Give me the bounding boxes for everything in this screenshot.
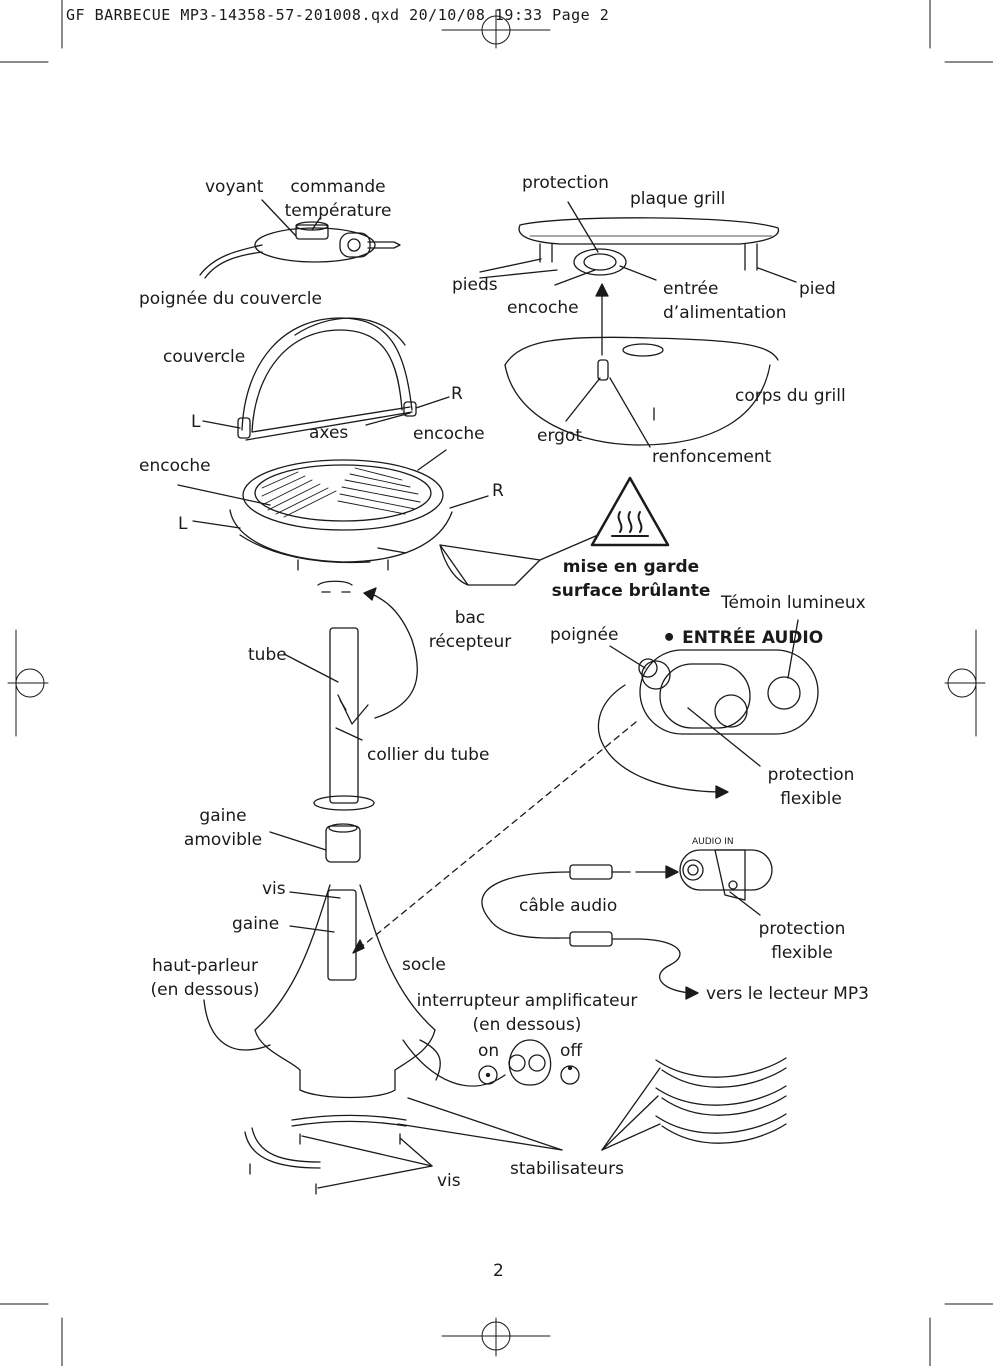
- thermostat-control: [199, 199, 401, 279]
- label-tube-collar: collier du tube: [367, 745, 490, 765]
- page-number: 2: [493, 1261, 504, 1281]
- grill-body-assembled: [177, 449, 489, 571]
- audio-panel: [598, 619, 819, 799]
- label-body-left: L: [178, 514, 188, 534]
- label-body-notch: encoche: [139, 456, 211, 476]
- label-grill-body: corps du grill: [735, 386, 846, 406]
- label-to-mp3-player: vers le lecteur MP3: [706, 984, 869, 1004]
- label-tube: tube: [248, 645, 287, 665]
- label-plate-notch: encoche: [507, 298, 579, 318]
- label-screw-upper: vis: [262, 879, 286, 899]
- label-stabilizers: stabilisateurs: [510, 1159, 624, 1179]
- stabilizers: [244, 1057, 787, 1195]
- audio-jack-icon: ⚫︎: [662, 628, 677, 648]
- label-indicator-light: Témoin lumineux: [721, 593, 866, 613]
- grill-lid: [202, 317, 450, 441]
- hot-surface-warning-triangle: [590, 476, 670, 547]
- label-lid-notch: encoche: [413, 424, 485, 444]
- label-amp-switch: interrupteur amplificateur(en dessous): [416, 991, 638, 1035]
- label-axes: axes: [309, 423, 349, 443]
- label-voyant: voyant: [205, 177, 264, 197]
- label-grill-plate: plaque grill: [630, 189, 726, 209]
- audio-in-panel: [679, 849, 773, 916]
- label-audio-input: ⚫︎ ENTRÉE AUDIO: [662, 628, 824, 648]
- grill-bowl: [504, 336, 779, 448]
- label-body-right: R: [492, 481, 504, 501]
- label-lid-right: R: [451, 384, 463, 404]
- label-lid-left: L: [191, 412, 201, 432]
- label-handle: poignée: [550, 625, 619, 645]
- label-lid: couvercle: [163, 347, 246, 367]
- tube: [283, 580, 419, 811]
- base-stand: [203, 884, 506, 1099]
- label-on: on: [478, 1041, 500, 1061]
- label-lid-handle: poignée du couvercle: [139, 289, 322, 309]
- drip-tray: [377, 534, 599, 586]
- label-speaker: haut-parleur(en dessous): [150, 956, 260, 1000]
- label-audio-cable: câble audio: [519, 896, 618, 916]
- label-sleeve: gaine: [232, 914, 280, 934]
- label-protection-top: protection: [522, 173, 609, 193]
- file-header: GF BARBECUE MP3-14358-57-201008.qxd 20/1…: [66, 6, 610, 24]
- audio-cable: [481, 864, 699, 1000]
- label-feet: pieds: [452, 275, 498, 295]
- dashed-guide-line: [359, 721, 637, 949]
- label-foot: pied: [799, 279, 836, 299]
- label-screw-lower: vis: [437, 1171, 461, 1191]
- label-base: socle: [402, 955, 446, 975]
- amp-switch: [478, 1039, 580, 1086]
- label-recess: renfoncement: [652, 447, 772, 467]
- label-off: off: [560, 1041, 583, 1061]
- label-audio-in-small: AUDIO IN: [692, 837, 734, 847]
- grill-plate: [479, 201, 797, 286]
- removable-sleeve: [269, 823, 361, 863]
- label-lug: ergot: [537, 426, 583, 446]
